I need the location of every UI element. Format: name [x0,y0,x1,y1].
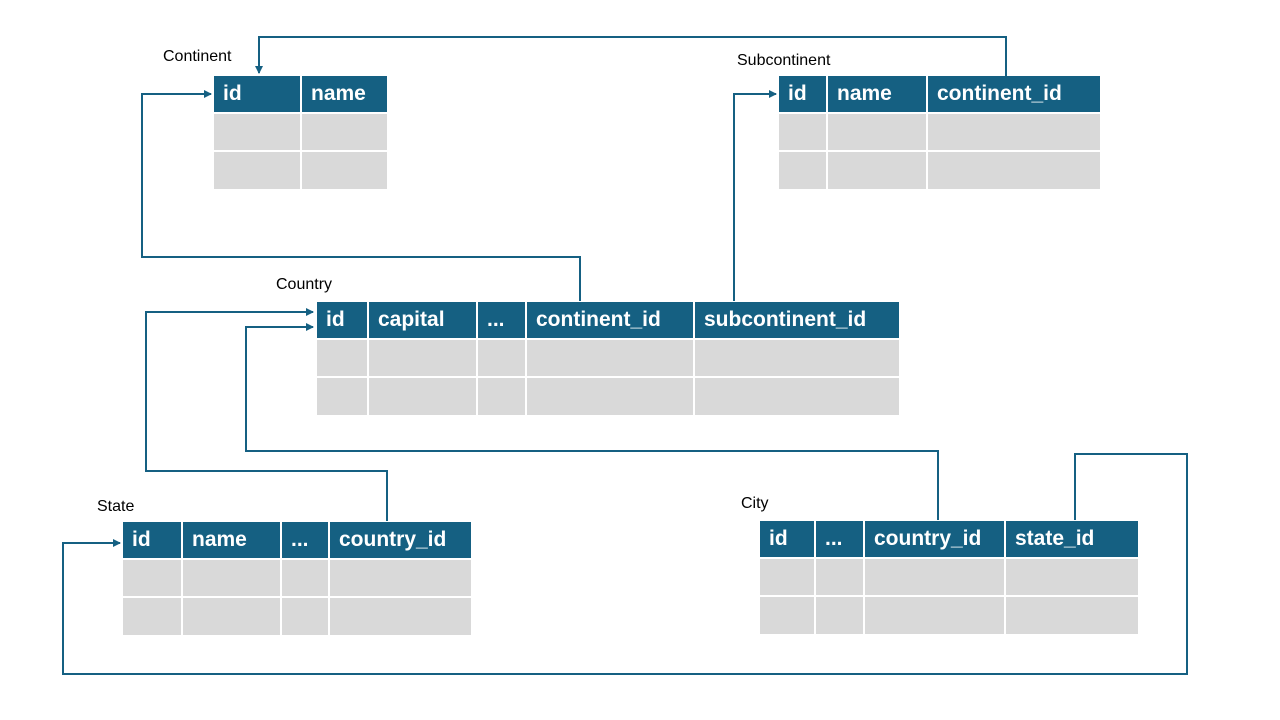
table-row [317,376,899,415]
column-header-id: id [317,302,369,339]
column-header-country-id: country_id [329,522,471,559]
connector-state-country [145,308,388,521]
connector-city-state [62,453,1188,675]
country-table-title: Country [276,276,333,293]
country-table: id capital ... continent_id subcontinent… [317,302,899,415]
column-header-ellipsis: ... [477,302,527,339]
column-header-name: name [301,76,387,113]
state-table-title: State [97,498,135,515]
connector-country-subcontinent [733,90,777,301]
continent-table-title: Continent [163,48,232,65]
column-header-capital: capital [368,302,478,339]
column-header-id: id [214,76,302,113]
table-row [760,557,1138,596]
column-header-name: name [827,76,928,113]
column-header-ellipsis: ... [815,521,865,558]
column-header-name: name [182,522,282,559]
subcontinent-table-title: Subcontinent [737,52,831,69]
state-table: id name ... country_id [123,522,471,635]
table-row [317,338,899,377]
table-row [779,150,1100,189]
column-header-id: id [779,76,828,113]
subcontinent-table: id name continent_id [779,76,1100,189]
column-header-country-id: country_id [864,521,1006,558]
table-row [123,596,471,635]
city-table: id ... country_id state_id [760,521,1138,634]
table-row [123,558,471,597]
column-header-id: id [760,521,816,558]
table-row [214,112,387,151]
column-header-subcontinent-id: subcontinent_id [694,302,899,339]
table-row [779,112,1100,151]
connector-country-continent [141,90,581,301]
column-header-continent-id: continent_id [927,76,1100,113]
column-header-state-id: state_id [1005,521,1138,558]
column-header-id: id [123,522,183,559]
city-table-title: City [741,495,769,512]
connector-subcontinent-continent [255,36,1007,76]
table-row [214,150,387,189]
column-header-continent-id: continent_id [526,302,695,339]
table-row [760,595,1138,634]
column-header-ellipsis: ... [281,522,330,559]
connector-city-country [245,323,939,520]
continent-table: id name [214,76,387,189]
